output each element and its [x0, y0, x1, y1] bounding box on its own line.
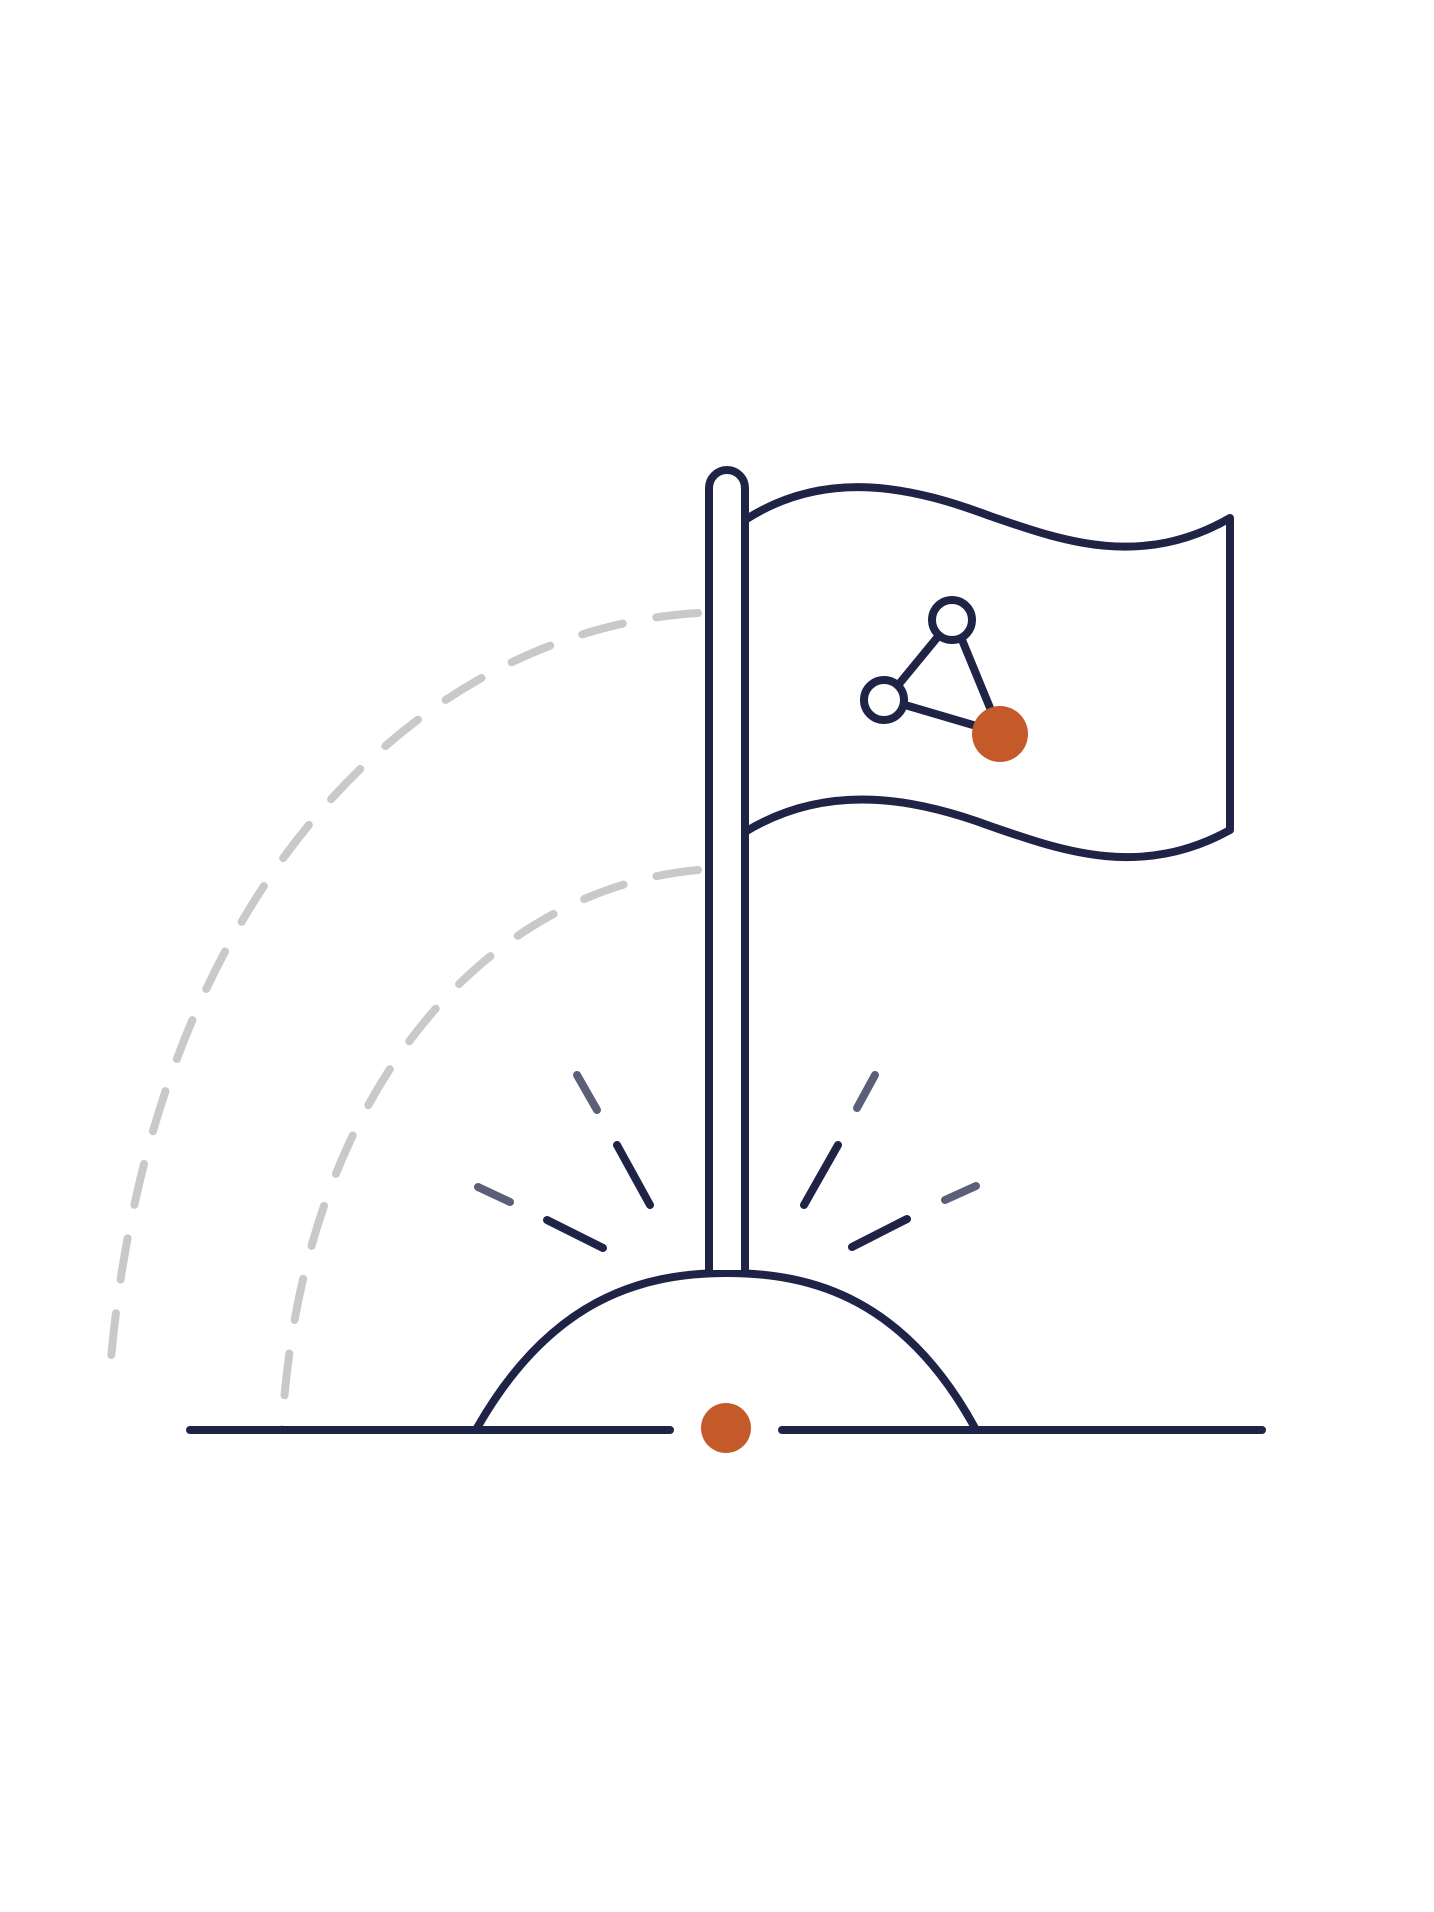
node-top [928, 596, 976, 644]
network-nodes-icon [860, 596, 1028, 762]
ray-left-lower-outer [474, 1183, 514, 1206]
inner-dashed-arc [278, 866, 702, 1434]
flag-icon [741, 483, 1234, 862]
ray-left-upper-outer [573, 1071, 601, 1114]
node-accent [972, 706, 1028, 762]
ground-accent-dot [701, 1403, 751, 1453]
ray-right-lower-outer [941, 1182, 980, 1204]
ray-right-upper-outer [853, 1071, 879, 1112]
burst-rays-icon [474, 1071, 980, 1252]
ray-left-lower-inner [543, 1216, 607, 1252]
node-left [860, 676, 908, 724]
ray-right-upper-inner [800, 1141, 842, 1209]
node-edge-top-accent [956, 631, 999, 724]
hill-icon [473, 1268, 979, 1432]
dashed-arc-icon [106, 609, 702, 1434]
ray-right-lower-inner [848, 1215, 911, 1251]
ray-left-upper-inner [613, 1141, 654, 1209]
flag-pole [705, 466, 749, 1270]
outer-dashed-arc [106, 609, 702, 1374]
